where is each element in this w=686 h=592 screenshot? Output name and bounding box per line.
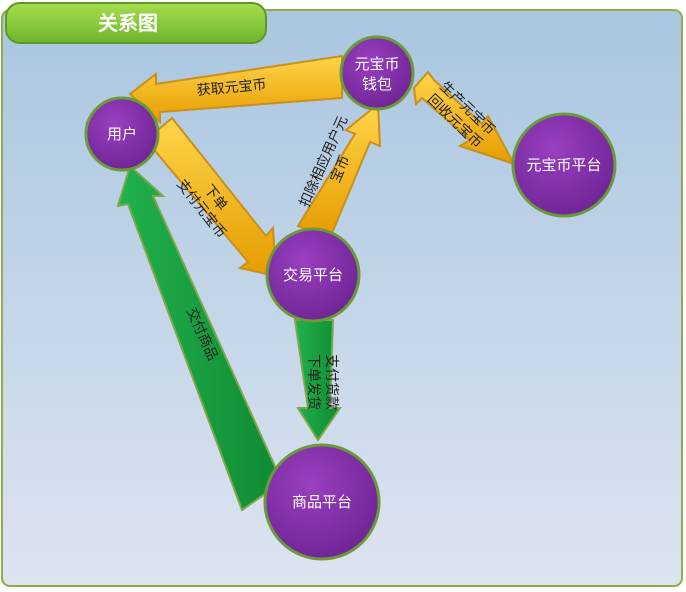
node-goods-platform: 商品平台 xyxy=(263,443,381,561)
deliver-goods-arrow xyxy=(116,164,284,512)
diagram-title: 关系图 xyxy=(98,11,158,35)
edge-label-payment-line1: 支付货款 xyxy=(323,354,340,410)
edge-label-payment-line2: 下单发货 xyxy=(305,354,322,410)
node-trade-platform: 交易平台 xyxy=(265,227,361,323)
node-goods-platform-label: 商品平台 xyxy=(292,493,352,511)
node-yuanbao-platform: 元宝币平台 xyxy=(511,112,617,218)
node-user-label: 用户 xyxy=(107,125,137,143)
node-trade-platform-label: 交易平台 xyxy=(283,266,343,284)
node-wallet: 元宝币 钱包 xyxy=(339,35,415,111)
title-tab: 关系图 xyxy=(5,2,267,44)
payment-arrow xyxy=(293,319,342,442)
node-wallet-label-line1: 元宝币 xyxy=(354,55,399,73)
edge-label-get-yuanbao: 获取元宝币 xyxy=(196,77,267,99)
node-yuanbao-platform-label: 元宝币平台 xyxy=(526,156,601,174)
deduct-arrow xyxy=(296,101,382,240)
node-wallet-label-line2: 钱包 xyxy=(362,75,392,93)
node-user: 用户 xyxy=(84,96,160,172)
